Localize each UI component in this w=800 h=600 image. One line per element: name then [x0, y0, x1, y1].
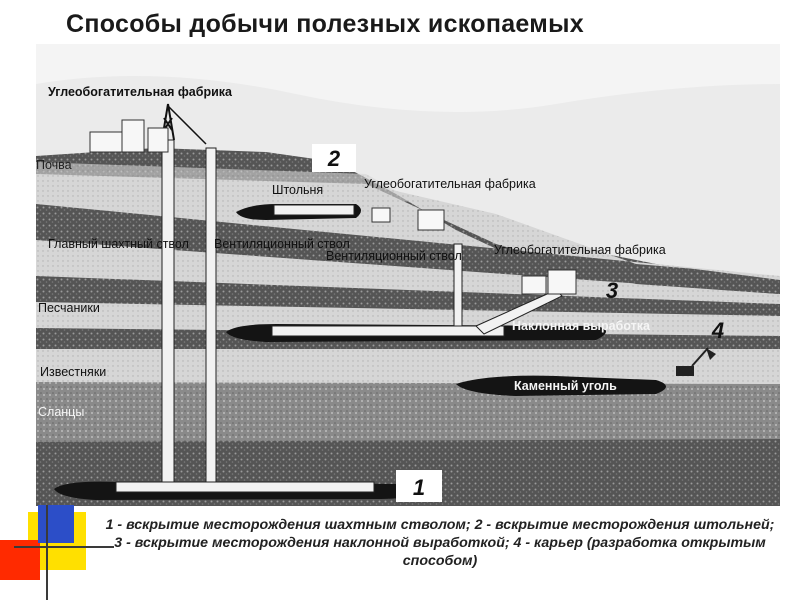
- callout-2: 2: [312, 144, 356, 172]
- label-coal: Каменный уголь: [514, 379, 617, 393]
- label-inclined: Наклонная выработка: [512, 319, 651, 333]
- headframe-cable: [167, 105, 207, 145]
- label-vent-shaft-2: Вентиляционный ствол: [326, 249, 462, 263]
- gallery-adit: [273, 204, 355, 216]
- caption: 1 - вскрытие месторождения шахтным ствол…: [105, 517, 775, 569]
- callout-1: 1: [396, 470, 442, 502]
- excavator: [676, 347, 716, 376]
- callout-3: 3: [606, 278, 618, 303]
- label-plant-1: Углеобогатительная фабрика: [48, 85, 233, 99]
- layer-shale: [36, 379, 780, 442]
- vent-shaft-2: [453, 243, 463, 327]
- gallery-middle: [271, 325, 505, 337]
- label-vent-shaft-1: Вентиляционный ствол: [214, 237, 350, 251]
- label-plant-3: Углеобогатительная фабрика: [494, 243, 666, 257]
- layer-light-4: [36, 354, 780, 384]
- svg-text:2: 2: [327, 146, 341, 171]
- label-adit: Штольня: [272, 183, 323, 197]
- label-shale: Сланцы: [38, 405, 84, 419]
- svg-text:1: 1: [413, 475, 425, 500]
- hill-top: [36, 148, 780, 294]
- label-plant-2: Углеобогатительная фабрика: [364, 177, 536, 191]
- plant-building-2: [371, 207, 445, 231]
- inclined-shaft: [475, 289, 563, 335]
- deco-blue-square: [38, 505, 74, 543]
- label-soil: Почва: [36, 158, 72, 172]
- plant-building-3: [521, 269, 577, 295]
- label-limestone: Известняки: [40, 365, 106, 379]
- hill-light: [36, 162, 416, 202]
- mining-diagram: Углеобогатительная фабрика Почва Главный…: [36, 44, 780, 506]
- main-shaft: [161, 139, 175, 483]
- plant-building-1: [89, 119, 169, 153]
- callout-4: 4: [711, 318, 724, 343]
- deco-vertical-line: [46, 505, 48, 600]
- page-title: Способы добычи полезных ископаемых: [66, 10, 584, 38]
- deco-horizontal-line: [14, 546, 114, 548]
- gallery-bottom: [115, 481, 375, 493]
- layer-light-1: [36, 172, 780, 276]
- label-sandstone: Песчаники: [38, 301, 100, 315]
- vent-shaft-1: [205, 147, 217, 483]
- coal-seam-open-pit: [456, 375, 666, 396]
- label-main-shaft: Главный шахтный ствол: [48, 237, 189, 251]
- sky-clouds: [36, 44, 780, 112]
